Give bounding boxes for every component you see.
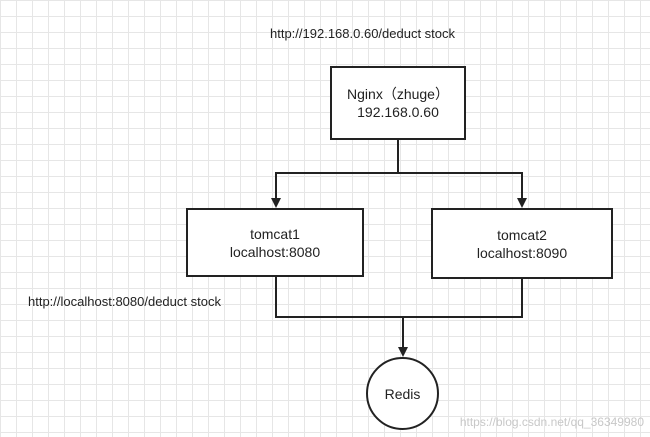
edge-tomcat2-to-redis xyxy=(398,279,523,357)
edge-nginx-to-tomcats xyxy=(271,140,399,208)
redis-label: Redis xyxy=(384,385,421,402)
edge-nginx-to-tomcat2 xyxy=(398,172,527,208)
tomcat2-node: tomcat2 localhost:8090 xyxy=(431,208,613,279)
nginx-url-label: http://192.168.0.60/deduct stock xyxy=(270,26,456,41)
tomcat1-host: localhost:8080 xyxy=(229,243,321,260)
tomcat2-host: localhost:8090 xyxy=(476,244,568,261)
redis-node: Redis xyxy=(366,357,439,430)
tomcat-url-label: http://localhost:8080/deduct stock xyxy=(28,294,221,309)
tomcat1-node: tomcat1 localhost:8080 xyxy=(186,208,364,277)
nginx-ip: 192.168.0.60 xyxy=(357,104,439,120)
watermark: https://blog.csdn.net/qq_36349980 xyxy=(459,415,644,429)
tomcat2-name: tomcat2 xyxy=(497,226,547,243)
nginx-node: Nginx（zhuge） 192.168.0.60 xyxy=(330,66,466,140)
tomcat1-name: tomcat1 xyxy=(250,225,300,242)
nginx-name: Nginx（zhuge） xyxy=(347,86,449,102)
edge-tomcat1-to-redis xyxy=(275,277,403,318)
